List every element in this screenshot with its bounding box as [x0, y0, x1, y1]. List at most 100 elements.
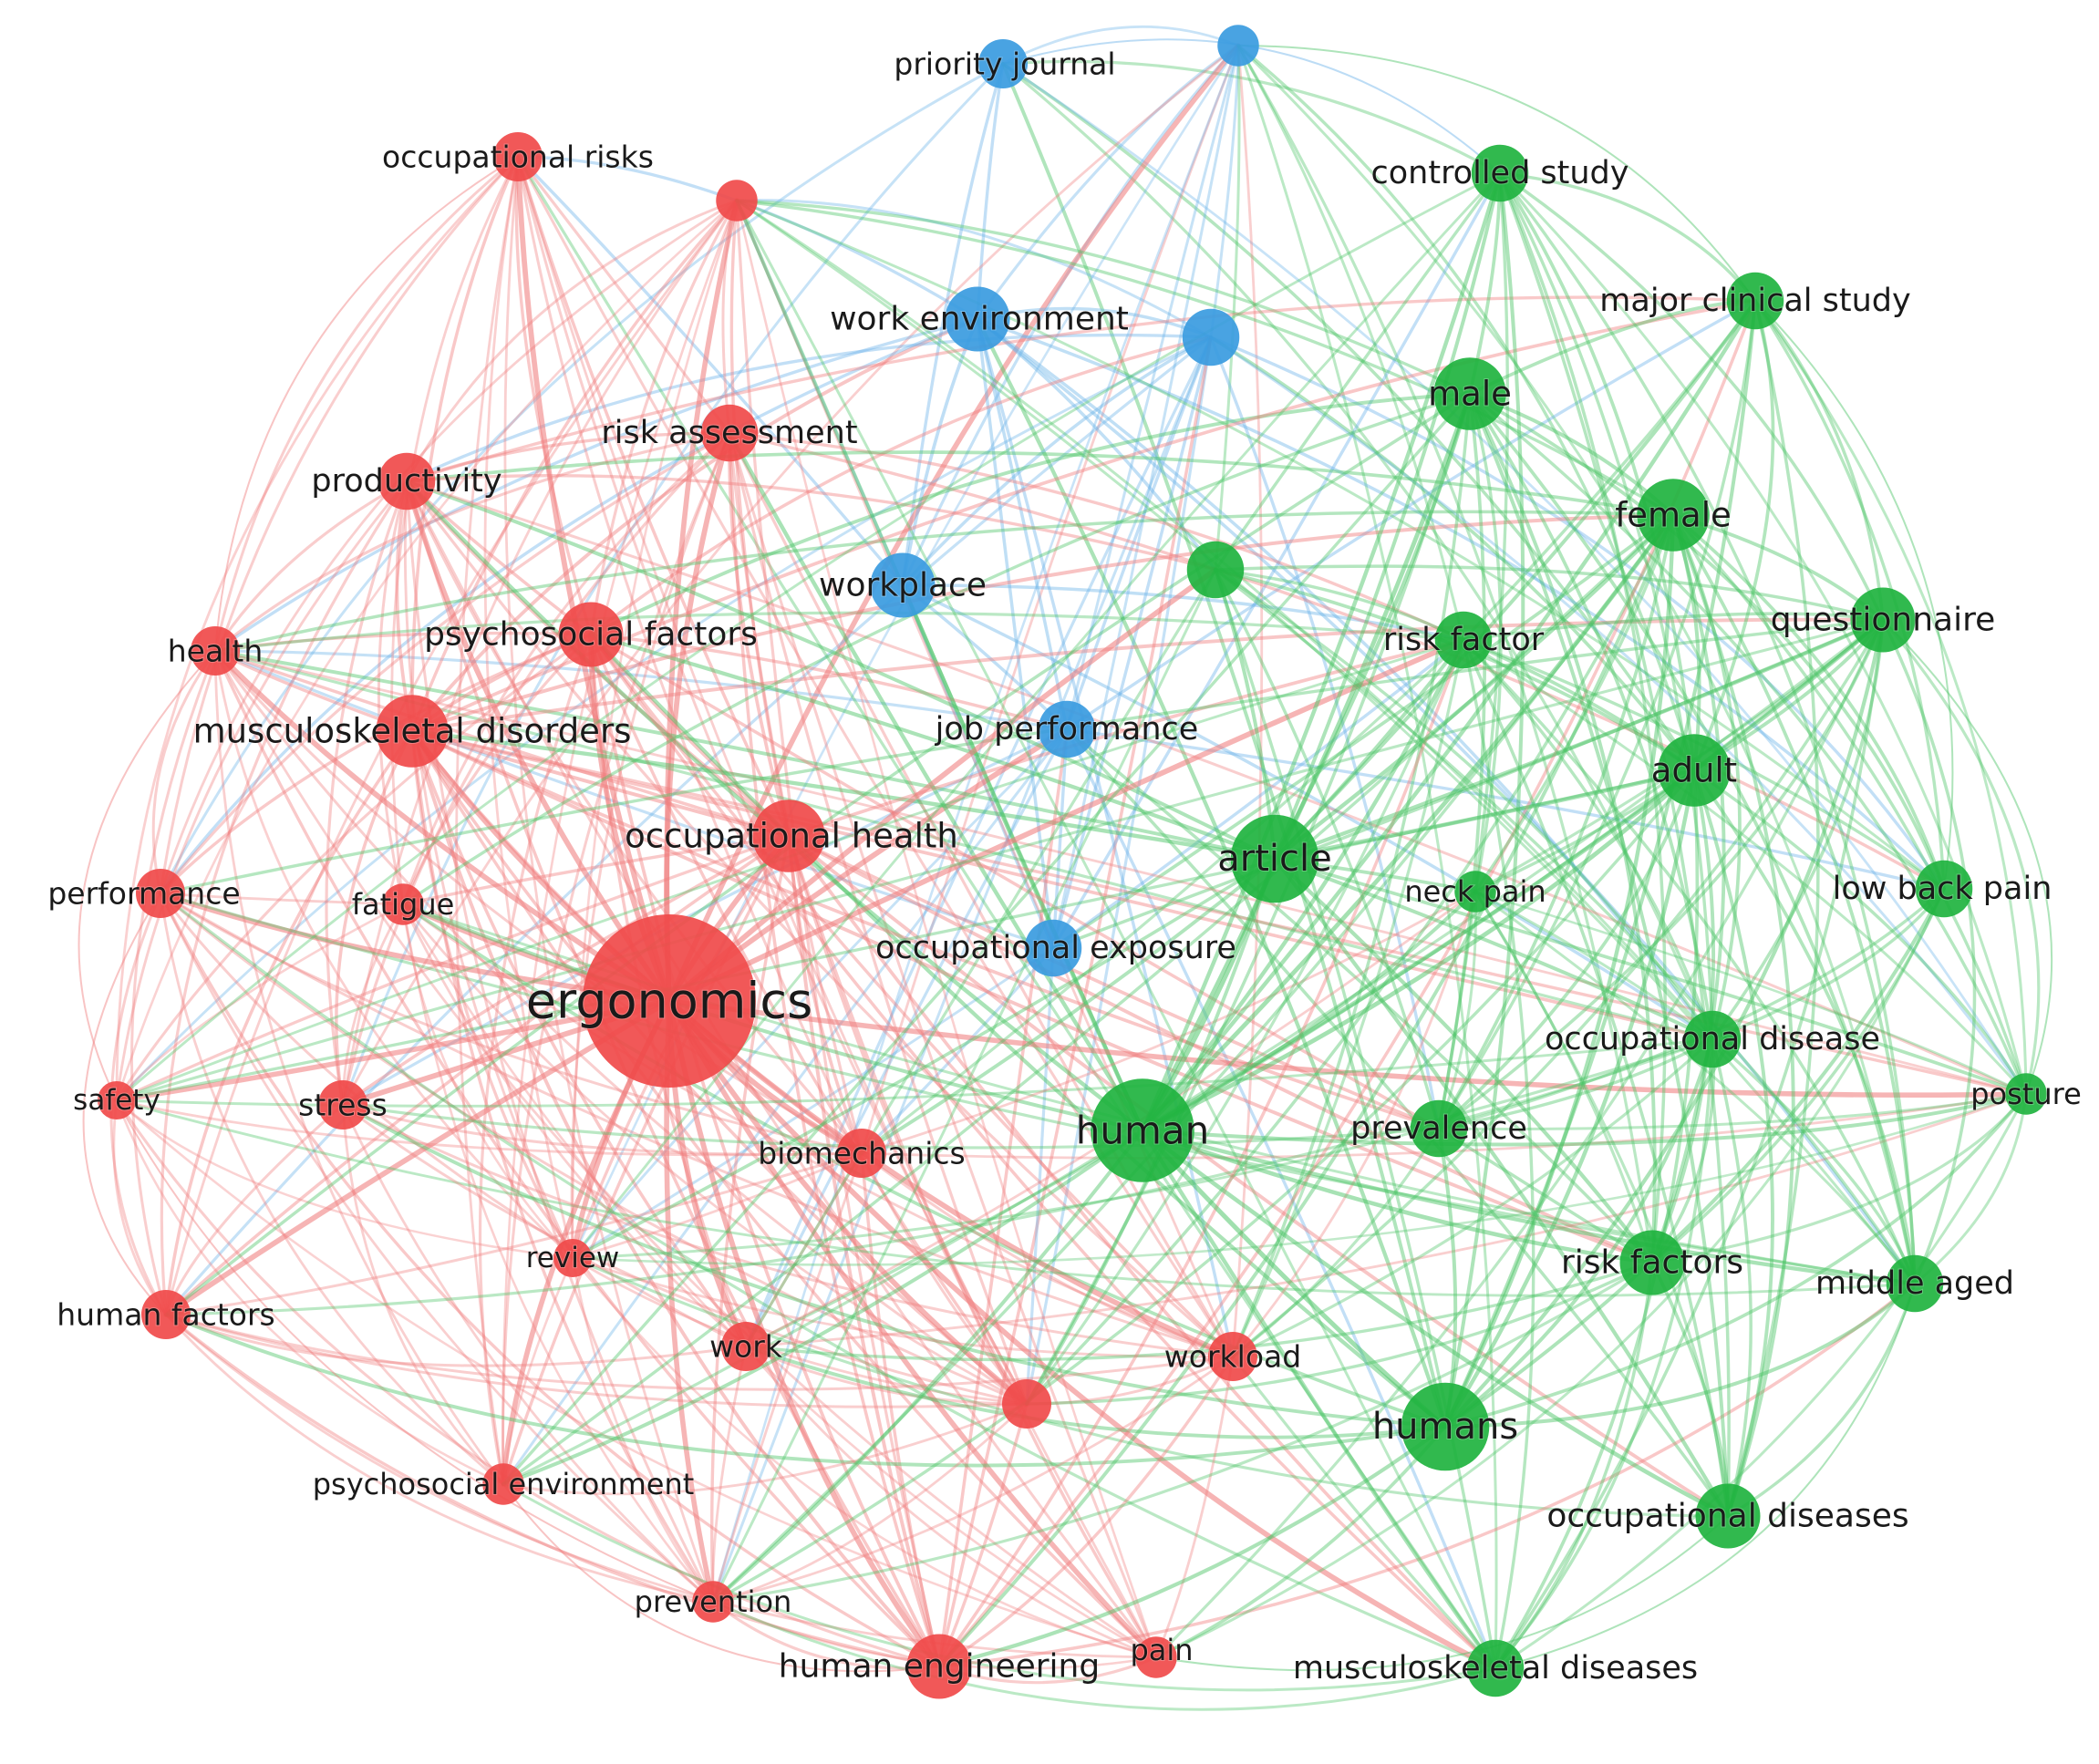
edge-work_environment-workload [976, 317, 1235, 1358]
edge-work_environment-occupational_exposure [976, 317, 1055, 950]
edge-priority_journal-workplace [901, 62, 1005, 587]
edge-work_environment-middle_aged [976, 317, 1917, 1285]
edge-job_performance-risk_factors [1065, 727, 1654, 1264]
edge-safety-human_engineering [115, 1099, 941, 1668]
edge-unlabeled_blue_mid-productivity [405, 333, 1213, 483]
edge-safety-controlled_study [115, 171, 1502, 1102]
rim-edge-0 [1002, 38, 1501, 174]
edge-controlled_study-human [1140, 170, 1503, 1133]
edge-psychosocial_factors-prevalence [589, 633, 1441, 1130]
edge-unlabeled_blue_top-adult [1236, 44, 1696, 772]
edge-unlabeled_blue_mid-workplace [901, 335, 1213, 587]
edge-workload-questionnaire [1231, 618, 1885, 1358]
node-unlabeled-red-bottom [1002, 1379, 1051, 1429]
edge-occupational_exposure-risk_factor [1051, 638, 1465, 950]
edge-male-low_back_pain [1468, 392, 1946, 891]
node-unlabeled-red-top [716, 180, 758, 222]
edge-productivity-prevention [405, 480, 715, 1604]
edge-unlabeled_blue_top-job_performance [1065, 44, 1240, 731]
edge-human_engineering-female [937, 513, 1675, 1668]
edge-unlabeled_red_top-psychosocial_factors [589, 199, 739, 636]
label-questionnaire: questionnaire [1771, 602, 1996, 639]
edge-unlabeled_green-prevalence [1214, 568, 1441, 1130]
node-human [1091, 1078, 1194, 1182]
edge-female-middle_aged [1671, 513, 1917, 1285]
edge-work_environment-musculoskeletal_disorders [410, 317, 979, 733]
edge-musculoskeletal_disorders-human_engineering [410, 729, 941, 1668]
edge-musculoskeletal_disorders-occupational_health [410, 729, 791, 838]
edge-unlabeled_green-risk_factor [1214, 568, 1465, 642]
edge-job_performance-major_clinical_study [1065, 299, 1757, 731]
node-layer [97, 25, 2047, 1699]
edge-musculoskeletal_disorders-prevention [410, 729, 715, 1604]
edge-unlabeled_blue_top-unlabeled_blue_mid [1209, 44, 1240, 339]
edge-psychosocial_factors-safety [115, 633, 593, 1102]
edge-posture-musculoskeletal_diseases [1494, 1092, 2028, 1670]
edge-psychosocial_factors-article [588, 632, 1277, 861]
edge-musculoskeletal_disorders-stress [335, 729, 414, 1107]
edge-neck_pain-prevalence [1437, 890, 1477, 1130]
edge-unlabeled_green-middle_aged [1214, 568, 1917, 1285]
edge-unlabeled_blue_top-unlabeled_green [1214, 44, 1241, 572]
rim-edge-6 [1754, 300, 1954, 890]
edge-unlabeled_blue_mid-safety [115, 335, 1213, 1102]
edge-female-human [1140, 512, 1676, 1133]
edge-biomechanics-human_factors [164, 1151, 863, 1316]
edge-low_back_pain-risk_factors [1650, 887, 1946, 1264]
edge-unlabeled_blue_mid-psychosocial_factors [589, 335, 1213, 636]
edge-safety-pain [115, 1099, 1158, 1659]
edge-health-posture [213, 649, 2028, 1096]
label-article: article [1217, 838, 1331, 880]
edge-risk_factor-posture [1462, 638, 2028, 1096]
edge-occupational_risks-musculoskeletal_diseases [516, 155, 1497, 1670]
edge-risk_assessment-review [570, 431, 731, 1260]
edge-unlabeled_green-occupational_disease [1214, 568, 1714, 1041]
edge-risk_assessment-biomechanics [728, 431, 863, 1155]
edge-safety-questionnaire [115, 618, 1885, 1102]
edge-work-prevention [711, 1345, 748, 1604]
edge-ergonomics-risk_factor [667, 637, 1466, 1004]
edge-posture-humans [1443, 1092, 2028, 1429]
edge-major_clinical_study-low_back_pain [1753, 299, 1946, 891]
edge-male-prevalence [1437, 392, 1487, 1130]
edge-musculoskeletal_disorders-pain [410, 729, 1158, 1659]
edge-unlabeled_blue_mid-posture [1209, 335, 2028, 1096]
edge-productivity-safety [115, 480, 408, 1102]
edge-risk_assessment-risk_factor [728, 431, 1465, 642]
edge-risk_assessment-occupational_health [728, 431, 791, 838]
edge-controlled_study-adult [1498, 171, 1696, 772]
edge-unlabeled_red_top-psychosocial_environment [501, 199, 739, 1486]
edge-questionnaire-article [1272, 617, 1886, 861]
edge-female-occupational_disease [1671, 513, 1742, 1041]
edge-risk_factor-human [1140, 637, 1466, 1133]
edge-unlabeled_blue_mid-adult [1209, 335, 1696, 772]
label-neck-pain: neck pain [1404, 874, 1546, 909]
edge-unlabeled_blue_mid-prevalence [1209, 335, 1441, 1130]
edge-unlabeled_red_top-male [735, 199, 1472, 396]
edge-risk_factor-questionnaire [1462, 612, 1885, 642]
edge-occupational_risks-performance [159, 155, 520, 895]
edge-controlled_study-risk_factors [1498, 171, 1667, 1264]
edge-review-pain [571, 1256, 1158, 1659]
edge-review-psychosocial_environment [501, 1256, 574, 1486]
edge-questionnaire-middle_aged [1881, 618, 1977, 1285]
label-humans: humans [1372, 1406, 1518, 1448]
node-occupational-exposure [1024, 919, 1082, 977]
edge-occupational_exposure-unlabeled_red_bottom [1025, 946, 1055, 1406]
edge-unlabeled_red_top-low_back_pain [735, 199, 1946, 891]
edge-priority_journal-humans [1001, 62, 1447, 1429]
edge-occupational_health-prevention [710, 834, 791, 1604]
edge-psychosocial_environment-female [501, 513, 1675, 1486]
edge-biomechanics-unlabeled_red_bottom [860, 1151, 1029, 1406]
edge-review-article [571, 857, 1277, 1260]
edge-fatigue-humans [401, 903, 1447, 1429]
edge-major_clinical_study-questionnaire [1753, 299, 1885, 622]
edge-safety-adult [115, 769, 1696, 1102]
edge-female-humans [1442, 512, 1676, 1429]
rim-edge-8 [1237, 45, 1756, 302]
edge-posture-middle_aged [1913, 1092, 2028, 1285]
rim-edge-2 [82, 892, 167, 1315]
node-health [191, 626, 240, 676]
edge-female-occupational_diseases [1671, 513, 1795, 1518]
rim-edge-5 [1882, 619, 2053, 1095]
